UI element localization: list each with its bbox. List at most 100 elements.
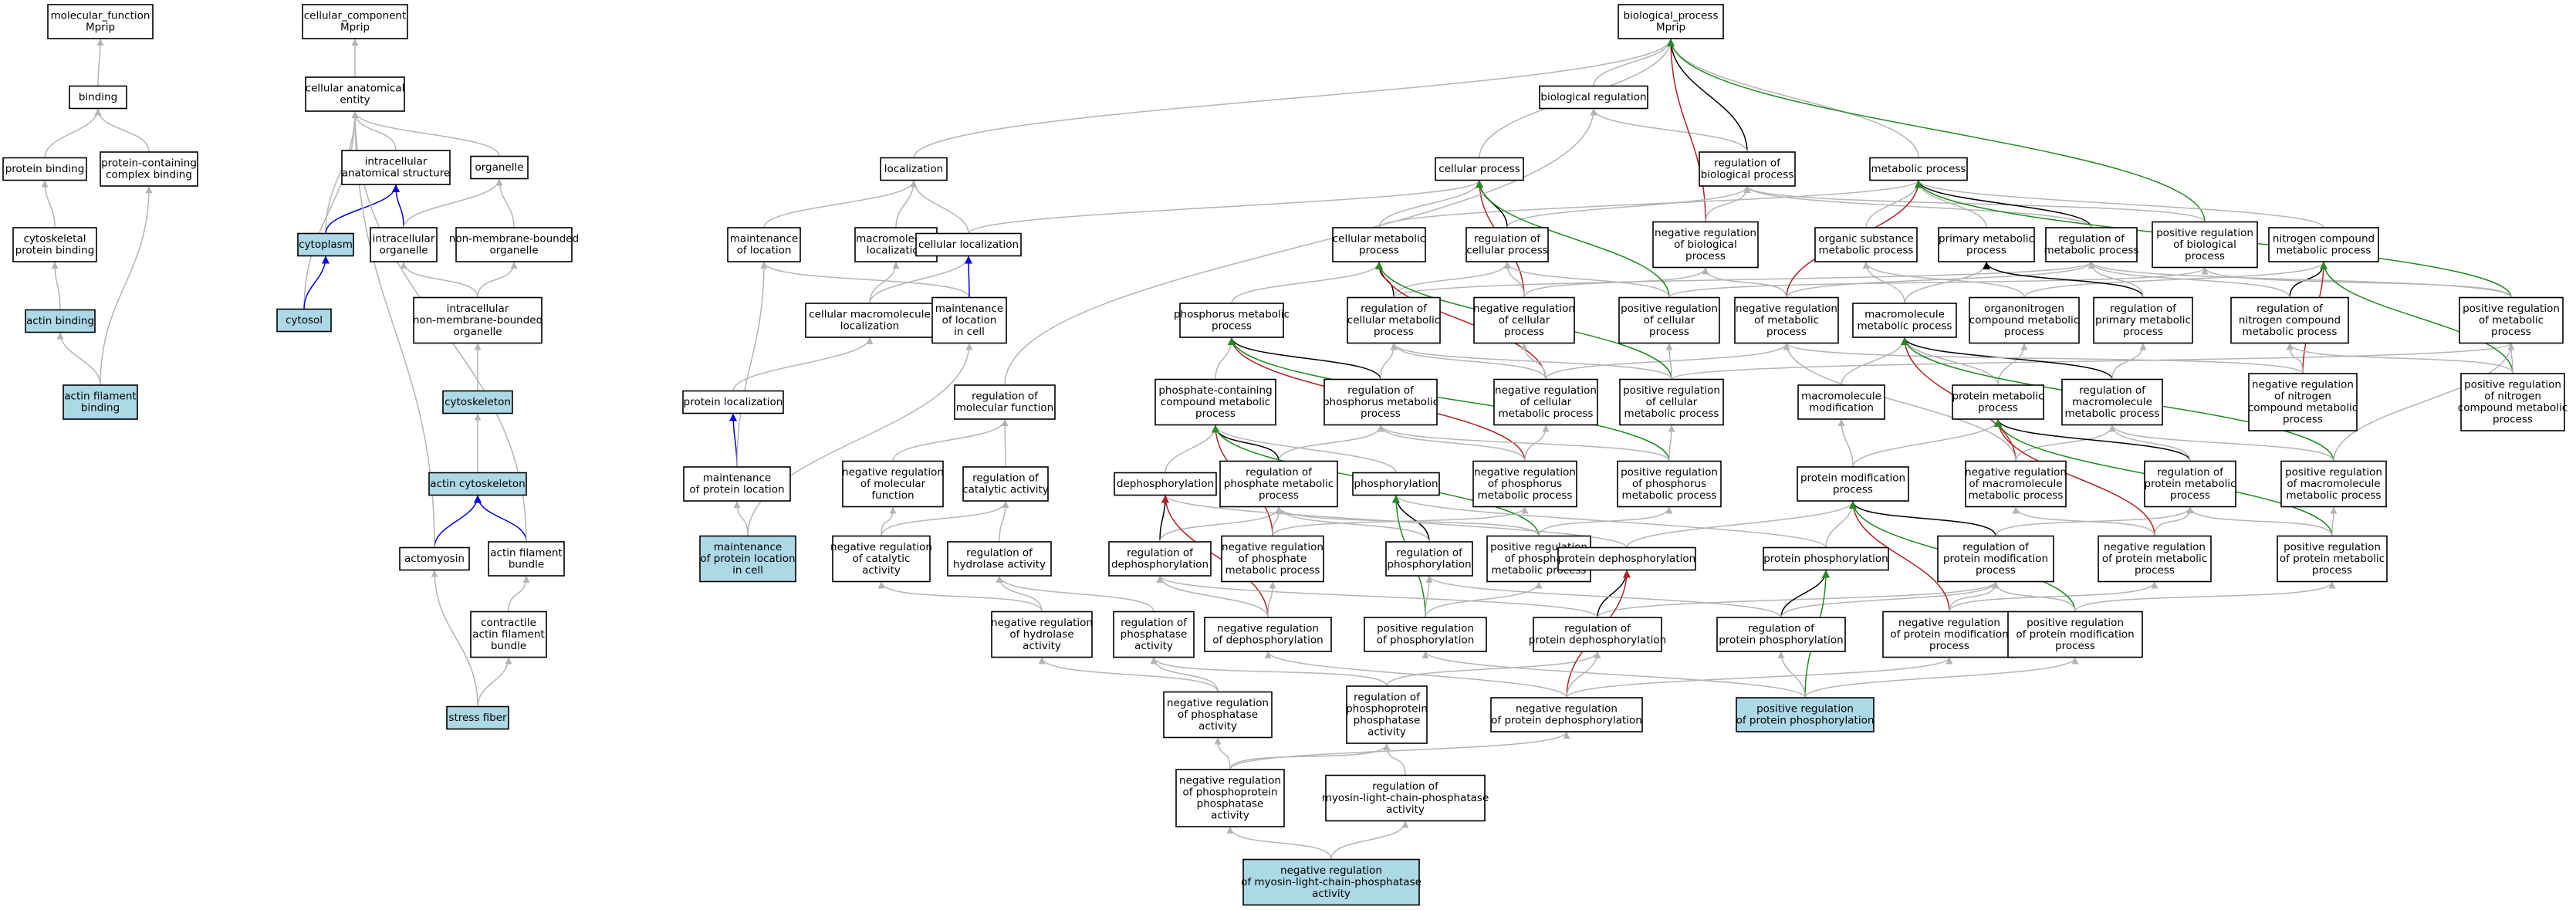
edge-metproc-bp [1667, 38, 1919, 158]
edge-localization-bp [913, 38, 1675, 158]
edge-negrppase-regppase [1150, 657, 1219, 692]
node-box [305, 76, 405, 112]
node-label: of cellular [1644, 314, 1695, 326]
edge-negrmacro-regmacro [2015, 425, 2116, 462]
node-label: metabolic process [1478, 489, 1573, 502]
edge-protmod-protmet [1852, 418, 2002, 468]
node-label: of nitrogen [2484, 391, 2541, 403]
node-label: of protein location [700, 553, 795, 565]
node-box [1323, 378, 1438, 426]
edge-mainprot-protloc [729, 413, 738, 468]
node-label: modification [1809, 402, 1874, 414]
node-actincsk: actin cytoskeleton [428, 472, 527, 496]
edge-negrhyd-negrcat [877, 581, 1043, 612]
node-box [1763, 546, 1889, 571]
edge-posrncmet-ncmet [2320, 261, 2513, 374]
node-label: process [1976, 564, 2016, 577]
node-label: non-membrane-bounded [449, 233, 579, 245]
node-box [25, 309, 96, 333]
node-label: protein modification [1943, 553, 2048, 565]
node-box [805, 303, 935, 338]
node-box [2277, 535, 2388, 583]
node-box [100, 151, 198, 187]
node-box [1539, 85, 1648, 110]
node-label: compound metabolic [2248, 402, 2358, 414]
edge-orgnmet-orgsub [1862, 261, 2025, 298]
node-box [1204, 617, 1332, 652]
edge-regpmod-protmod [1849, 500, 1996, 536]
node-box [1352, 472, 1440, 496]
node-organelle: organelle [470, 155, 529, 180]
node-label: in cell [732, 564, 763, 577]
edge-regphosmet-phosmet [1228, 337, 1381, 380]
edge-regmacro-regpmet [2111, 343, 2147, 380]
node-label: negative regulation [2104, 541, 2206, 553]
node-box [1533, 617, 1662, 652]
node-label: of catalytic [853, 553, 911, 565]
node-label: phosphatase [1197, 798, 1264, 810]
node-protbind: protein binding [2, 157, 87, 181]
node-label: regulation of [1347, 384, 1415, 397]
edge-cellloc-cellproc [968, 179, 1483, 235]
node-label: cytosol [286, 314, 323, 326]
node-box [2093, 296, 2193, 344]
edge-negrpppase-negrppase [1214, 737, 1231, 770]
edge-regbp-bp [1667, 38, 1748, 153]
edge-negrcmet-negrmet [1545, 343, 1790, 380]
edge-regprotmet-protmet [1994, 418, 2191, 462]
node-label: organelle [475, 161, 523, 174]
edge-icnmbo-icorg [400, 261, 478, 298]
node-label: regulation of [1748, 623, 1815, 635]
node-label: metabolic process [2287, 489, 2382, 502]
edge-cytosol-cytoplasm [303, 255, 330, 310]
node-label: molecular_function [51, 10, 150, 22]
node-label: negative regulation [1965, 466, 2067, 479]
node-label: cellular metabolic [1333, 233, 1425, 245]
node-label: of phosphorylation [1377, 634, 1475, 647]
node-label: negative regulation [991, 617, 1093, 629]
edge-reghyd-regcat [999, 500, 1009, 543]
node-label: process [2123, 326, 2163, 338]
edge-regcp-regbp [1506, 185, 1751, 228]
node-box [954, 384, 1056, 420]
edge-posrcmet-posrmet [1671, 342, 2515, 381]
node-label: regulation of [1714, 157, 1781, 170]
node-label: process [2135, 564, 2175, 577]
edge-negrcp-regcp [1503, 261, 1525, 298]
node-label: intracellular [365, 156, 428, 168]
node-label: cellular_component [304, 10, 406, 22]
node-protdephos: protein dephosphorylation [1557, 546, 1696, 571]
node-label: contractile [481, 617, 536, 629]
node-box [1734, 296, 1839, 344]
edge-negrbp-bp [1667, 38, 1706, 222]
edge-negrmlcp-negrpppase [1226, 826, 1332, 860]
node-label: of biological [2173, 238, 2236, 251]
node-label: of phosphorus [1632, 478, 1706, 490]
node-box [2230, 296, 2349, 344]
edge-negrpppase-negrpdephos [1229, 731, 1570, 770]
edge-cytosol-cae [303, 110, 359, 310]
edge-regcat-regmf [1001, 418, 1009, 468]
node-label: protein phosphorylation [1763, 553, 1888, 565]
node-box [1869, 157, 1968, 181]
edge-posrphosmet-phosmet [1228, 337, 1670, 462]
edge-icnmbo-nmbo [477, 261, 518, 298]
node-label: in cell [954, 326, 985, 338]
node-box [47, 4, 154, 39]
edge-posrcp-regcp [1503, 261, 1670, 298]
node-label: primary metabolic [1939, 233, 2034, 245]
node-label: myosin-light-chain-phosphatase [1322, 792, 1489, 804]
node-label: process [1504, 326, 1544, 338]
edge-regmlcp-regpppase [1383, 743, 1406, 776]
